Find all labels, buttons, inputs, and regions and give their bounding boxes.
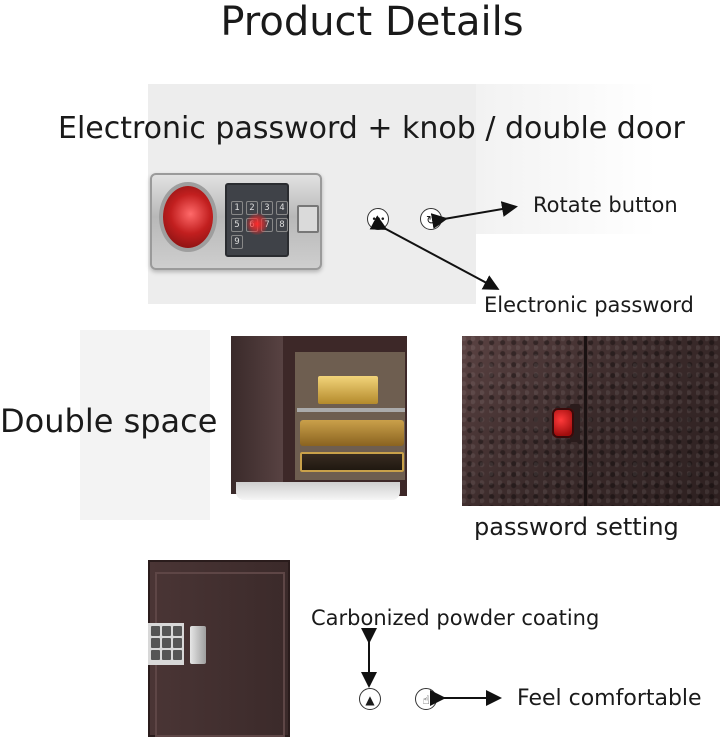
- door-gap: [584, 336, 587, 506]
- keypad-key: [151, 638, 160, 648]
- safe-shelf: [297, 408, 405, 412]
- electronic-password-label: Electronic password: [484, 293, 694, 317]
- safe-base: [236, 482, 400, 500]
- keypad-key: 5: [231, 218, 243, 232]
- feel-comfortable-label: Feel comfortable: [517, 686, 702, 711]
- page-title: Product Details: [220, 0, 524, 45]
- keypad-key: 1: [231, 201, 243, 215]
- keypad-key: [173, 650, 182, 660]
- door-latch: [297, 205, 319, 233]
- keypad-key: [173, 638, 182, 648]
- keypad-key: [173, 626, 182, 636]
- keypad-key: [162, 638, 171, 648]
- safe-side-panel: [231, 336, 287, 494]
- book: [300, 452, 404, 472]
- small-keypad: [148, 623, 184, 665]
- keypad-key: [151, 626, 160, 636]
- keypad-key: 8: [276, 218, 288, 232]
- carbonized-coating-label: Carbonized powder coating: [311, 606, 600, 630]
- touch-icon: ☝: [415, 688, 437, 710]
- rotary-knob: [163, 186, 213, 248]
- keypad-key: [162, 650, 171, 660]
- password-icon: •••: [367, 208, 389, 230]
- double-space-label: Double space: [0, 402, 218, 440]
- powder-texture-photo: [462, 336, 720, 506]
- book: [300, 420, 404, 446]
- door-handle: [190, 626, 206, 664]
- background-patch: [80, 330, 210, 520]
- keypad-key: [162, 626, 171, 636]
- keypad-key: 3: [261, 201, 273, 215]
- rotate-icon: ↻: [420, 208, 442, 230]
- reset-button-housing: [570, 404, 580, 442]
- password-setting-label: password setting: [474, 513, 679, 541]
- keypad-key: 4: [276, 201, 288, 215]
- rotate-button-label: Rotate button: [533, 193, 678, 217]
- section-title-lock: Electronic password + knob / double door: [58, 111, 685, 146]
- keypad-key: 9: [231, 235, 243, 249]
- keypad-red-light: [246, 213, 268, 235]
- mountain-icon: ▲: [359, 688, 381, 710]
- gold-bars: [318, 376, 378, 404]
- keypad-key: [151, 650, 160, 660]
- password-setting-button: [552, 408, 574, 438]
